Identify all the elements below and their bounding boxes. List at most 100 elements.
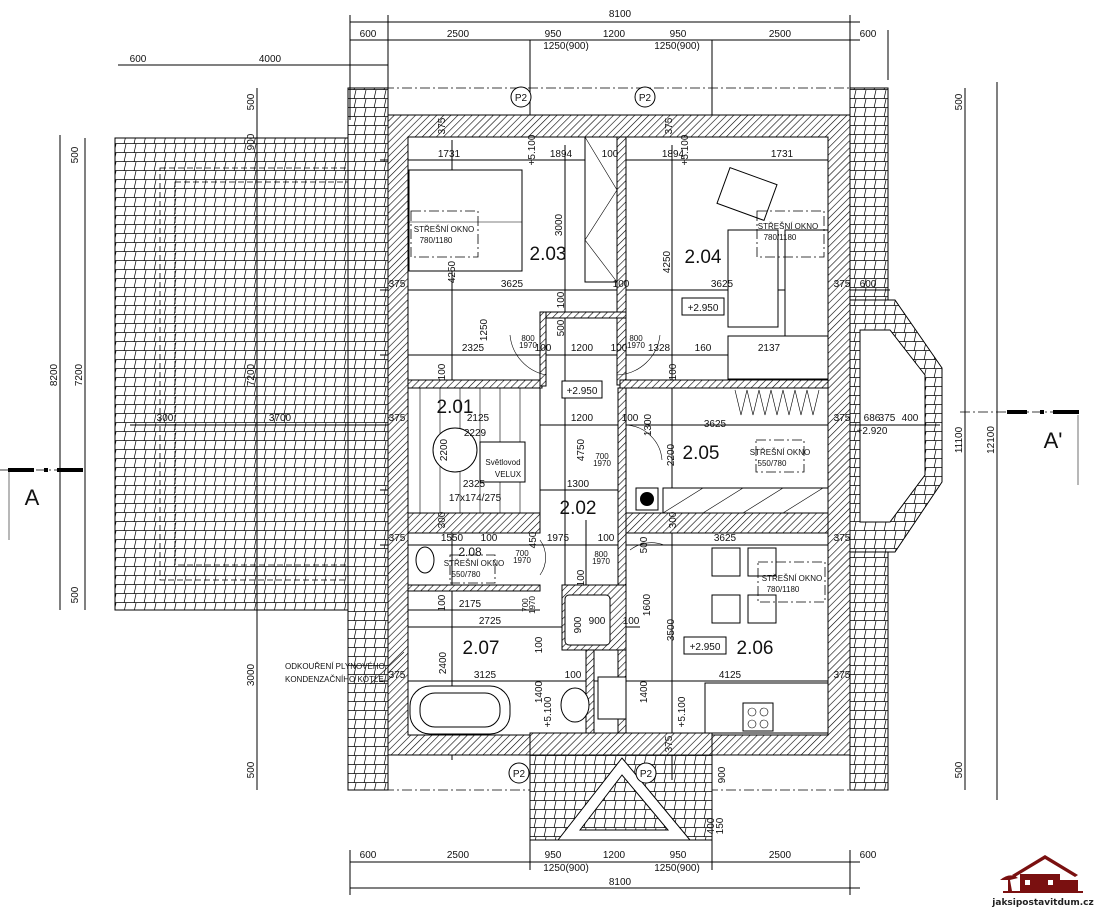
logo-text: jaksipostavitdum.cz [991,898,1093,908]
dimension-label: 375 [834,413,851,424]
dimension-label: 1250(900) [654,41,700,52]
dimension-label: 950 [545,850,562,861]
dimension-label: 1300 [643,413,654,436]
room-2-06: 2.06 [737,638,774,659]
dimension-label: 375 [834,533,851,544]
room-2-08: 2.08 [458,545,482,559]
boiler-flue-note: ODKOUŘENÍ PLYNOVÉHO KONDENZAČNÍHO KOTLE [285,651,405,685]
roof-window-size: 550/780 [758,459,787,468]
dimension-label: 900 [589,616,606,627]
room-2-04: 2.04 [685,247,722,268]
dimension-label: 600 [360,29,377,40]
boiler [597,676,627,720]
dimension-label: 1731 [438,149,461,160]
door-size-label: 1970 [528,596,537,614]
shower [564,594,611,646]
roof-window-labels: STŘEŠNÍ OKNO 780/1180 STŘEŠNÍ OKNO 780/1… [414,222,822,594]
dimension-label: 100 [576,569,587,586]
roof-window-size: 780/1180 [420,236,453,245]
dimension-label: 3625 [501,279,524,290]
skylight-label: Světlovod [485,458,520,467]
dimension-label: 2229 [464,428,487,439]
dimension-label: 2400 [438,651,449,674]
dimension-label: 500 [639,536,650,553]
walls [387,114,851,756]
dimension-label: 2125 [467,413,490,424]
dimension-label: 100 [622,413,639,424]
marker-p2: P2 [515,93,528,104]
dimension-label: 3000 [246,663,257,686]
dimension-label: 8200 [49,363,60,386]
dimension-label: 400 [706,817,717,834]
section-label-left: A [25,485,40,510]
dimension-label: 2200 [666,443,677,466]
skylight [479,441,526,483]
dimension-label: 1300 [567,479,590,490]
dimension-label: 1200 [571,413,594,424]
dimension-label: 1731 [771,149,794,160]
dimension-label: 1400 [534,680,545,703]
dimension-label: 600 [360,850,377,861]
roof-window-label: STŘEŠNÍ OKNO [758,222,818,231]
room-labels: 2.03 2.04 2.01 2.02 2.05 2.06 2.07 2.08 [437,244,774,659]
dimension-label: 1250(900) [543,41,589,52]
dimension-label: 1328 [648,343,671,354]
room-2-07: 2.07 [463,638,500,659]
dimension-label: 300 [437,511,448,528]
door-size-label: 1970 [627,341,645,350]
level-marks: +2.950 +2.950 +2.950 [561,297,727,655]
room-2-01: 2.01 [437,397,474,418]
room-2-03: 2.03 [530,244,567,265]
p2-markers: P2 P2 P2 P2 [508,86,657,784]
dimension-label: 2500 [447,29,470,40]
dimension-label: 1894 [662,149,685,160]
dimension-label: +5.100 [677,696,688,727]
dimension-label: 4125 [719,670,742,681]
dimension-label: 3625 [704,419,727,430]
dimension-label: 375 [389,413,406,424]
door-size-label: 800 [521,334,535,343]
dimension-label: +2.920 [857,426,888,437]
dimension-label: +5.100 [543,696,554,727]
dimension-label: 375 [834,279,851,290]
dimension-label: 1250 [479,318,490,341]
dimension-label: 11100 [954,426,965,453]
door-size-label: 700 [515,549,529,558]
door-size-label: 700 [595,452,609,461]
dimension-lines [0,15,1080,895]
dimension-label: 17x174/275 [449,493,502,504]
dimension-label: 375 [389,533,406,544]
dimension-label: 3625 [711,279,734,290]
roof-window-size: 780/1180 [764,233,797,242]
dimension-label: 300 [668,511,679,528]
dimension-label: 600 [860,850,877,861]
dimension-label: 2500 [447,850,470,861]
dimension-label: 1894 [550,149,573,160]
roof-window-label: STŘEŠNÍ OKNO [414,225,474,234]
dimension-label: 100 [602,149,619,160]
section-markers: A' A [8,410,1079,540]
dimension-label: +5.100 [680,134,691,165]
dimension-label: 100 [437,363,448,380]
dimension-label: 400 [902,413,919,424]
bed [408,169,523,272]
dimension-label: 3125 [474,670,497,681]
dimension-label: 160 [695,343,712,354]
dimension-label: 7200 [74,363,85,386]
door-size-label: 1970 [593,459,611,468]
dimension-label: 100 [668,363,679,380]
dimension-label: 7200 [246,363,257,386]
dimension-label: 100 [623,616,640,627]
marker-p2: P2 [640,769,653,780]
roof-window-label: STŘEŠNÍ OKNO [750,448,810,457]
note-line: ODKOUŘENÍ PLYNOVÉHO [285,662,385,671]
dimension-label: 500 [954,93,965,110]
dimension-label: 100 [613,279,630,290]
dimension-label: 900 [717,766,728,783]
door-size-label: 800 [629,334,643,343]
dimension-label: 450 [528,531,539,548]
dimension-label: 4000 [259,54,282,65]
dimension-label: 100 [598,533,615,544]
dimension-label: +5.100 [527,134,538,165]
